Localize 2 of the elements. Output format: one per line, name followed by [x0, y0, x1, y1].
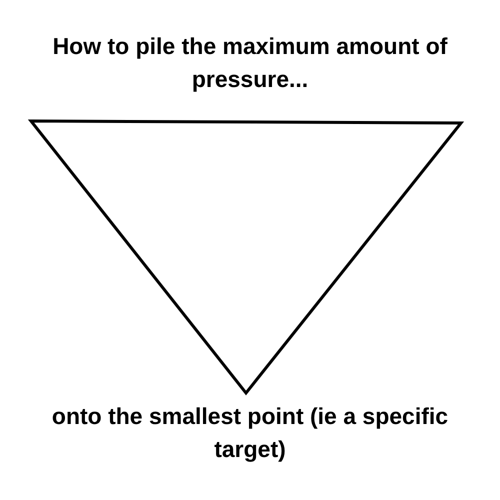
title-text: How to pile the maximum amount of pressure... — [52, 32, 448, 94]
caption-text: onto the smallest point (ie a specific target) — [50, 402, 450, 464]
